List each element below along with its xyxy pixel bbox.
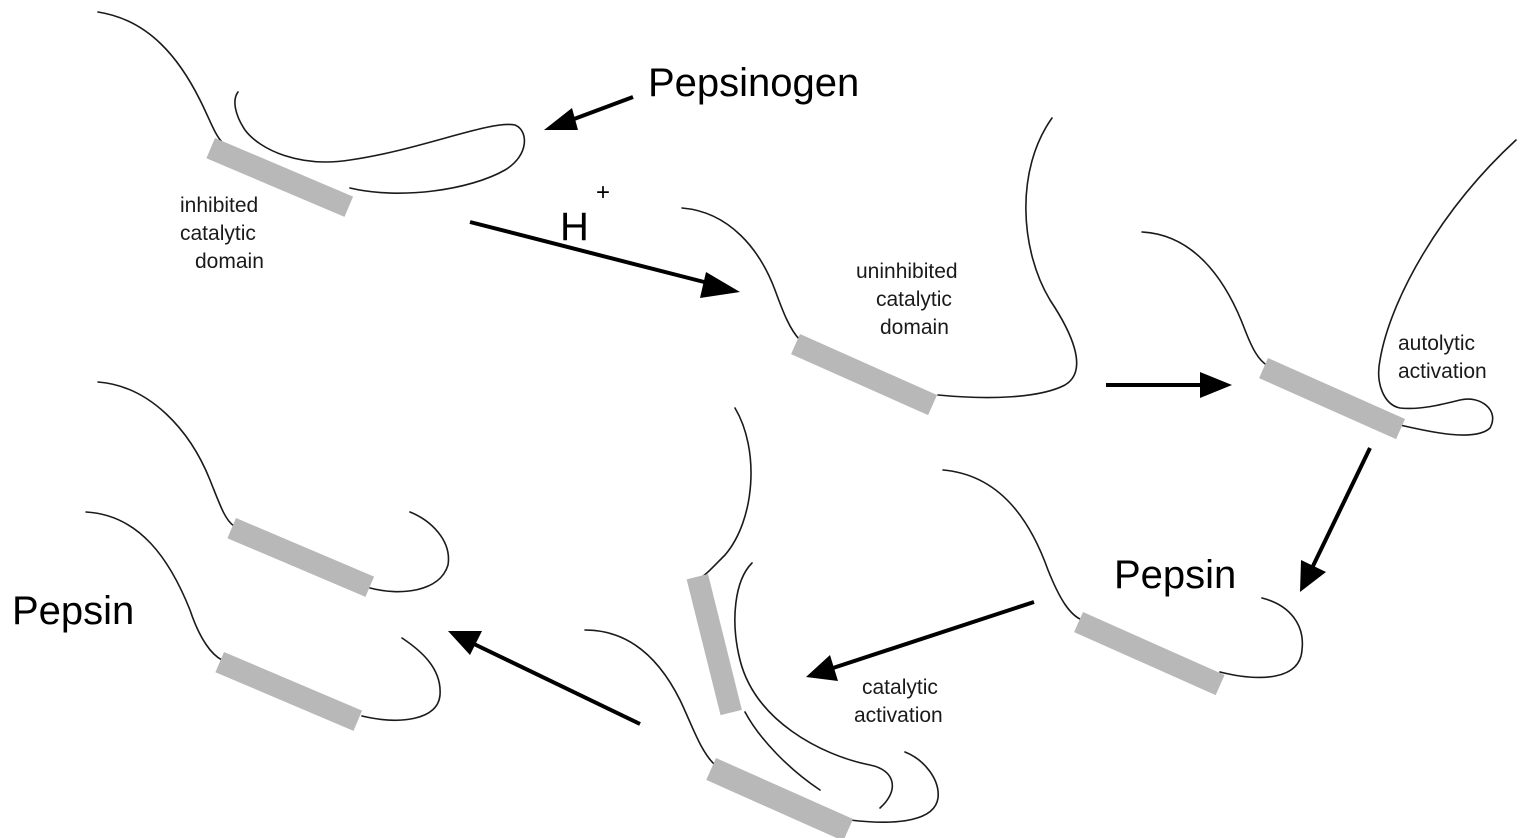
- complex-vertical-catalytic-domain: [687, 574, 742, 715]
- uninhibited-chain-left: [682, 208, 800, 340]
- uninhibited-caption-line-2: catalytic: [876, 288, 952, 311]
- pepsin-product-arrow: [448, 631, 640, 724]
- pepsinogen-pointer-arrow: [544, 97, 633, 130]
- catalytic-activation-caption: catalytic activation: [854, 676, 943, 727]
- autolytic-activation-caption: autolytic activation: [1398, 332, 1487, 383]
- complex-chain-top: [700, 408, 751, 578]
- proton-superscript: +: [596, 179, 610, 206]
- catalytic-activation-caption-line-2: activation: [854, 704, 943, 727]
- autolysis-arrow: [1106, 372, 1232, 398]
- uninhibited-caption-line-1: uninhibited: [856, 260, 958, 283]
- pepsin-right-catalytic-domain: [1074, 612, 1225, 695]
- pepsin-left-upper-chain-right: [370, 512, 448, 592]
- uninhibited-caption-line-3: domain: [880, 316, 949, 339]
- proton-label: H: [560, 205, 589, 249]
- pepsinogen-molecule: [98, 12, 524, 217]
- autolytic-caption-line-2: activation: [1398, 360, 1487, 383]
- complex-bottom-catalytic-domain: [706, 758, 853, 838]
- pepsin-right-label: Pepsin: [1114, 553, 1236, 597]
- pepsinogen-label: Pepsinogen: [648, 61, 859, 105]
- catalytic-activation-caption-line-1: catalytic: [862, 676, 938, 699]
- autolytic-molecule: [1142, 140, 1516, 439]
- pepsin-left-lower-chain-right: [362, 638, 440, 720]
- pepsin-left-lower-chain-left: [86, 512, 222, 660]
- uninhibited-domain-caption: uninhibited catalytic domain: [856, 260, 958, 339]
- complex-chain-left: [585, 630, 714, 764]
- pepsin-left-lower-catalytic-domain: [215, 652, 362, 731]
- acid-activation-arrow: [470, 222, 740, 298]
- catalytic-activation-arrow: [806, 602, 1034, 681]
- catalytic-activation-complex: [585, 408, 938, 838]
- pepsin-release-arrow: [1300, 448, 1370, 592]
- pepsin-left-upper-catalytic-domain: [227, 518, 374, 597]
- autolytic-catalytic-domain: [1259, 358, 1405, 439]
- inhibited-caption-line-1: inhibited: [180, 194, 258, 217]
- inhibited-caption-line-3: domain: [195, 250, 264, 273]
- pepsin-right-chain-left: [943, 470, 1082, 620]
- pepsin-left-pair: [86, 382, 448, 731]
- autolytic-chain-left: [1142, 232, 1268, 366]
- uninhibited-chain-right: [938, 118, 1077, 398]
- inhibited-domain-caption: inhibited catalytic domain: [180, 194, 264, 273]
- pepsinogen-chain-tail: [98, 12, 222, 142]
- pepsin-right-chain-right: [1220, 598, 1302, 677]
- inhibited-caption-line-2: catalytic: [180, 222, 256, 245]
- uninhibited-catalytic-domain: [791, 334, 937, 415]
- pepsin-left-label: Pepsin: [12, 589, 134, 633]
- autolytic-chain-right: [1379, 140, 1516, 435]
- pepsin-left-upper-chain-left: [98, 382, 234, 526]
- complex-chain-bottom-right: [850, 752, 938, 822]
- autolytic-caption-line-1: autolytic: [1398, 332, 1475, 355]
